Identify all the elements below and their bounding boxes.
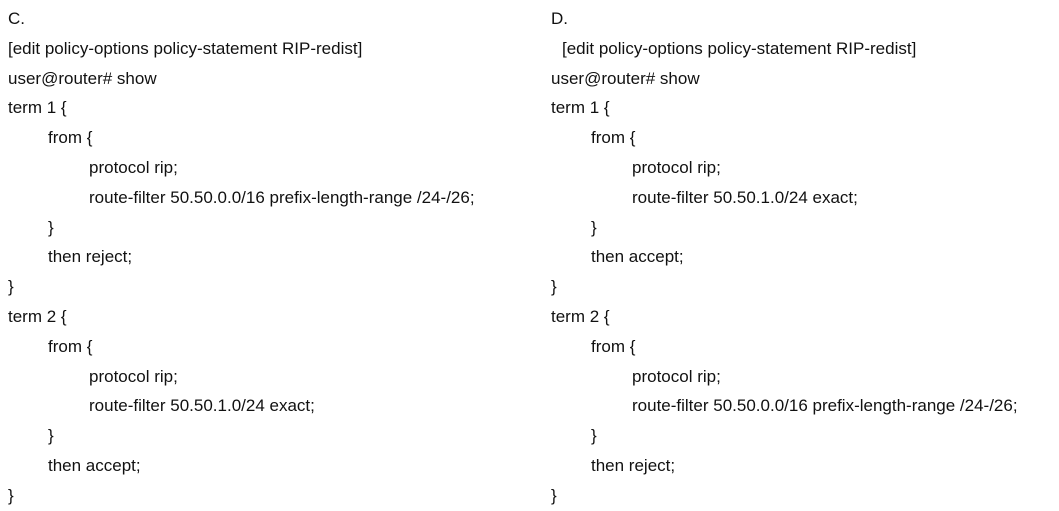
option-d-term1-route-filter: route-filter 50.50.1.0/24 exact; <box>632 187 858 207</box>
option-c-term2-from-close: } <box>48 426 54 446</box>
option-d-term1-from-open: from { <box>591 128 636 148</box>
option-d-term2-open: term 2 { <box>551 306 610 326</box>
option-c-block: C. [edit policy-options policy-statement… <box>8 4 528 511</box>
option-d-term1-from-close: } <box>591 217 597 237</box>
option-d-term1-close: } <box>551 277 557 297</box>
option-d-term2-then: then reject; <box>591 455 676 475</box>
option-d-block: D. [edit policy-options policy-statement… <box>551 4 1059 511</box>
option-d-term2-close: } <box>551 485 557 505</box>
option-c-term2-route-filter: route-filter 50.50.1.0/24 exact; <box>89 396 315 416</box>
option-c-term2-protocol: protocol rip; <box>89 366 178 386</box>
option-c-term2-from-open: from { <box>48 336 93 356</box>
option-c-label: C. <box>8 9 25 28</box>
option-c-term1-route-filter: route-filter 50.50.0.0/16 prefix-length-… <box>89 187 475 207</box>
option-d-term2-from-close: } <box>591 426 597 446</box>
option-c-term1-close: } <box>8 277 14 297</box>
option-d-term1-then: then accept; <box>591 247 684 267</box>
option-d-term1-protocol: protocol rip; <box>632 157 721 177</box>
option-c-term1-from-close: } <box>48 217 54 237</box>
option-c-term1-protocol: protocol rip; <box>89 157 178 177</box>
option-d-term2-protocol: protocol rip; <box>632 366 721 386</box>
option-c-term1-open: term 1 { <box>8 98 67 118</box>
option-c-term1-then: then reject; <box>48 247 133 267</box>
option-c-term2-then: then accept; <box>48 455 141 475</box>
option-c-term1-from-open: from { <box>48 128 93 148</box>
option-d-label: D. <box>551 9 568 28</box>
option-d-term1-open: term 1 { <box>551 98 610 118</box>
option-d-term2-from-open: from { <box>591 336 636 356</box>
option-c-show-command: user@router# show <box>8 68 157 88</box>
option-d-context-line: [edit policy-options policy-statement RI… <box>562 38 917 58</box>
option-c-term2-open: term 2 { <box>8 306 67 326</box>
option-c-context-line: [edit policy-options policy-statement RI… <box>8 38 363 58</box>
option-c-term2-close: } <box>8 485 14 505</box>
option-d-term2-route-filter: route-filter 50.50.0.0/16 prefix-length-… <box>632 396 1018 416</box>
option-d-show-command: user@router# show <box>551 68 700 88</box>
